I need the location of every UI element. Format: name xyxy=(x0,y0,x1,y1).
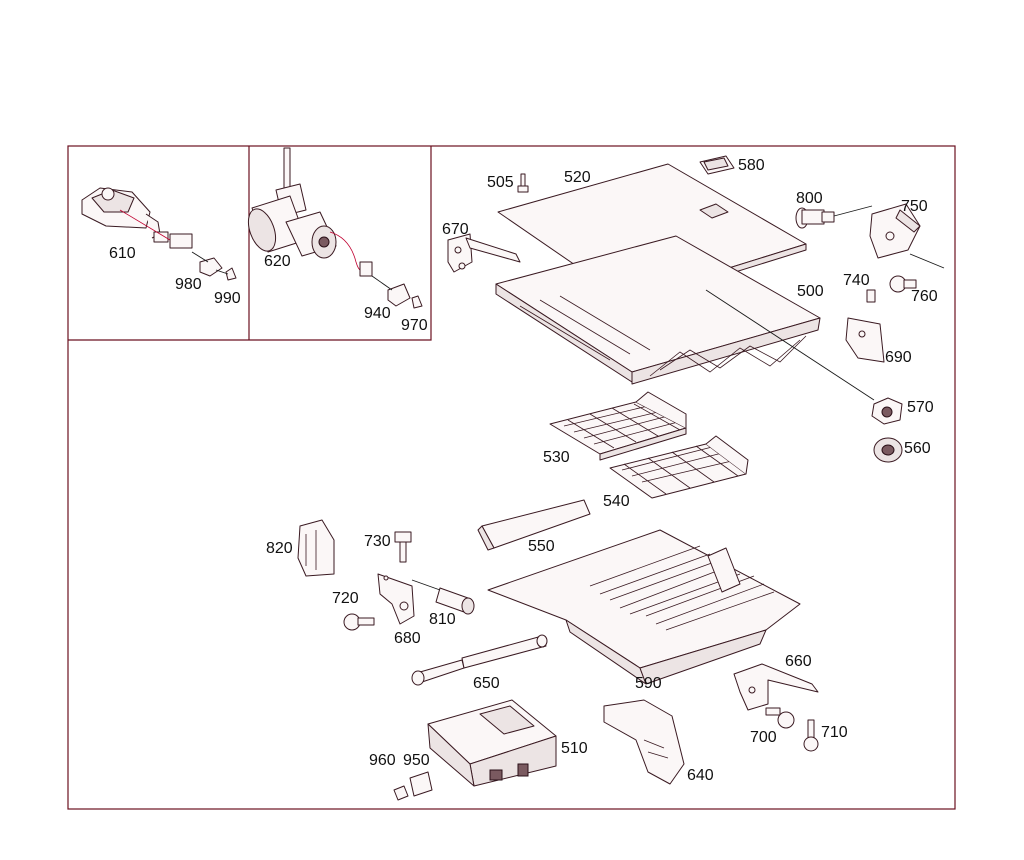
label-800: 800 xyxy=(796,190,823,207)
part-540-filter-mat xyxy=(609,435,749,499)
part-970-contact-pin xyxy=(411,295,423,309)
part-760-bolt xyxy=(889,275,917,293)
label-940: 940 xyxy=(364,305,391,322)
label-640: 640 xyxy=(687,767,714,784)
part-990-contact-pin xyxy=(225,267,237,281)
label-970: 970 xyxy=(401,317,428,334)
label-560: 560 xyxy=(904,440,931,457)
part-660-bracket xyxy=(733,663,819,711)
label-750: 750 xyxy=(901,198,928,215)
label-660: 660 xyxy=(785,653,812,670)
label-820: 820 xyxy=(266,540,293,557)
main-frame xyxy=(67,145,956,810)
part-505-pin xyxy=(517,173,529,193)
label-980: 980 xyxy=(175,276,202,293)
label-990: 990 xyxy=(214,290,241,307)
label-500: 500 xyxy=(797,283,824,300)
label-740: 740 xyxy=(843,272,870,289)
label-690: 690 xyxy=(885,349,912,366)
label-520: 520 xyxy=(564,169,591,186)
part-590-floor-panel xyxy=(487,529,801,685)
part-500-housing-tray xyxy=(495,235,821,385)
label-960: 960 xyxy=(369,752,396,769)
part-610-switch-unit xyxy=(81,187,193,249)
part-700-bolt xyxy=(765,707,795,729)
part-620-pump-motor xyxy=(247,147,373,277)
part-740-grommet xyxy=(866,289,876,303)
part-950-connector xyxy=(409,771,433,797)
label-710: 710 xyxy=(821,724,848,741)
label-950: 950 xyxy=(403,752,430,769)
label-620: 620 xyxy=(264,253,291,270)
part-730-bolt xyxy=(394,531,412,563)
part-560-ring xyxy=(873,437,903,463)
part-960-contact-pin xyxy=(393,785,409,801)
part-820-bracket xyxy=(297,519,335,577)
label-570: 570 xyxy=(907,399,934,416)
label-550: 550 xyxy=(528,538,555,555)
label-540: 540 xyxy=(603,493,630,510)
part-810-sleeve xyxy=(435,587,475,615)
part-530-filter-mat xyxy=(549,391,687,461)
part-710-bolt xyxy=(803,719,819,752)
part-750-bracket xyxy=(869,203,921,259)
label-650: 650 xyxy=(473,675,500,692)
label-810: 810 xyxy=(429,611,456,628)
label-510: 510 xyxy=(561,740,588,757)
part-580-latch xyxy=(699,155,735,175)
label-610: 610 xyxy=(109,245,136,262)
part-650-gas-strut xyxy=(411,634,548,686)
part-940-connector-housing xyxy=(387,283,411,307)
label-530: 530 xyxy=(543,449,570,466)
label-505: 505 xyxy=(487,174,514,191)
part-670-hinge xyxy=(447,233,521,273)
label-720: 720 xyxy=(332,590,359,607)
part-680-hinge-bracket xyxy=(377,573,415,625)
part-720-bolt xyxy=(343,613,375,631)
part-570-grommet xyxy=(871,397,903,425)
part-800-buffer xyxy=(795,207,835,229)
label-760: 760 xyxy=(911,288,938,305)
part-510-control-unit xyxy=(427,699,557,787)
inset-divider xyxy=(68,146,432,341)
label-590: 590 xyxy=(635,675,662,692)
label-680: 680 xyxy=(394,630,421,647)
part-690-bracket xyxy=(845,317,885,363)
part-640-cover xyxy=(603,699,685,785)
label-670: 670 xyxy=(442,221,469,238)
label-700: 700 xyxy=(750,729,777,746)
label-580: 580 xyxy=(738,157,765,174)
part-980-connector-housing xyxy=(199,257,223,277)
label-730: 730 xyxy=(364,533,391,550)
part-550-trim-strip xyxy=(477,499,591,551)
